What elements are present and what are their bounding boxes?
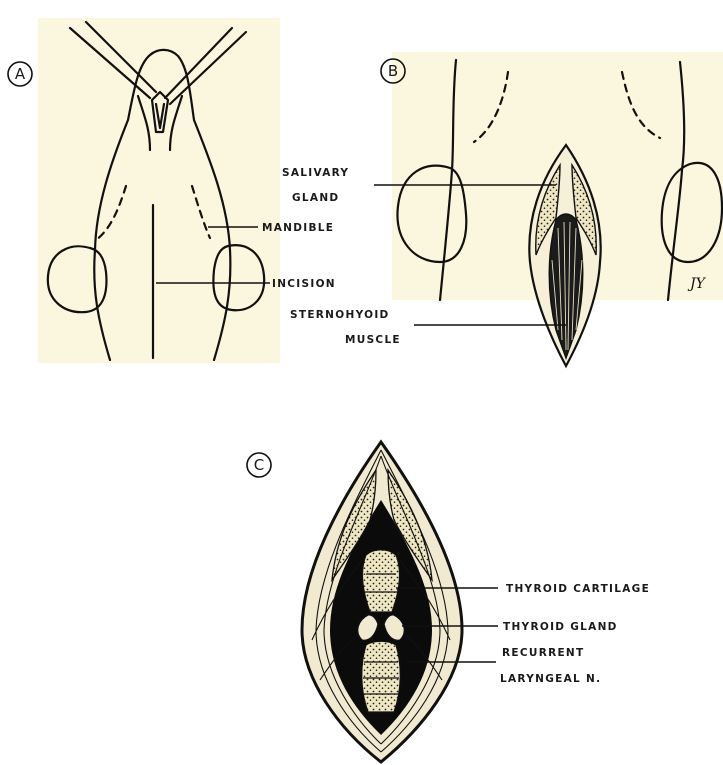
panel-c: C bbox=[247, 442, 498, 762]
label-sterno-line1: STERNOHYOID bbox=[290, 309, 390, 321]
panel-b: JY B bbox=[374, 52, 723, 366]
label-salivary-line2: GLAND bbox=[292, 192, 339, 204]
label-thyroid-gland: THYROID GLAND bbox=[503, 621, 618, 633]
thyroid-cartilage bbox=[363, 550, 400, 612]
artist-signature: JY bbox=[687, 276, 707, 292]
panel-a-badge: A bbox=[8, 62, 32, 86]
label-recurrent-line1: RECURRENT bbox=[502, 647, 584, 659]
label-sterno-line2: MUSCLE bbox=[345, 334, 401, 346]
label-incision: INCISION bbox=[272, 278, 336, 290]
panel-c-letter: C bbox=[254, 456, 264, 474]
panel-c-badge: C bbox=[247, 453, 271, 477]
label-recurrent-line2: LARYNGEAL N. bbox=[500, 673, 601, 685]
label-mandible: MANDIBLE bbox=[262, 222, 334, 234]
trachea bbox=[362, 641, 401, 712]
panel-a: A bbox=[8, 18, 280, 363]
label-salivary-line1: SALIVARY bbox=[282, 167, 349, 179]
panel-a-letter: A bbox=[15, 65, 26, 83]
panel-b-letter: B bbox=[388, 62, 398, 80]
label-thyroid-cartilage: THYROID CARTILAGE bbox=[506, 583, 650, 595]
